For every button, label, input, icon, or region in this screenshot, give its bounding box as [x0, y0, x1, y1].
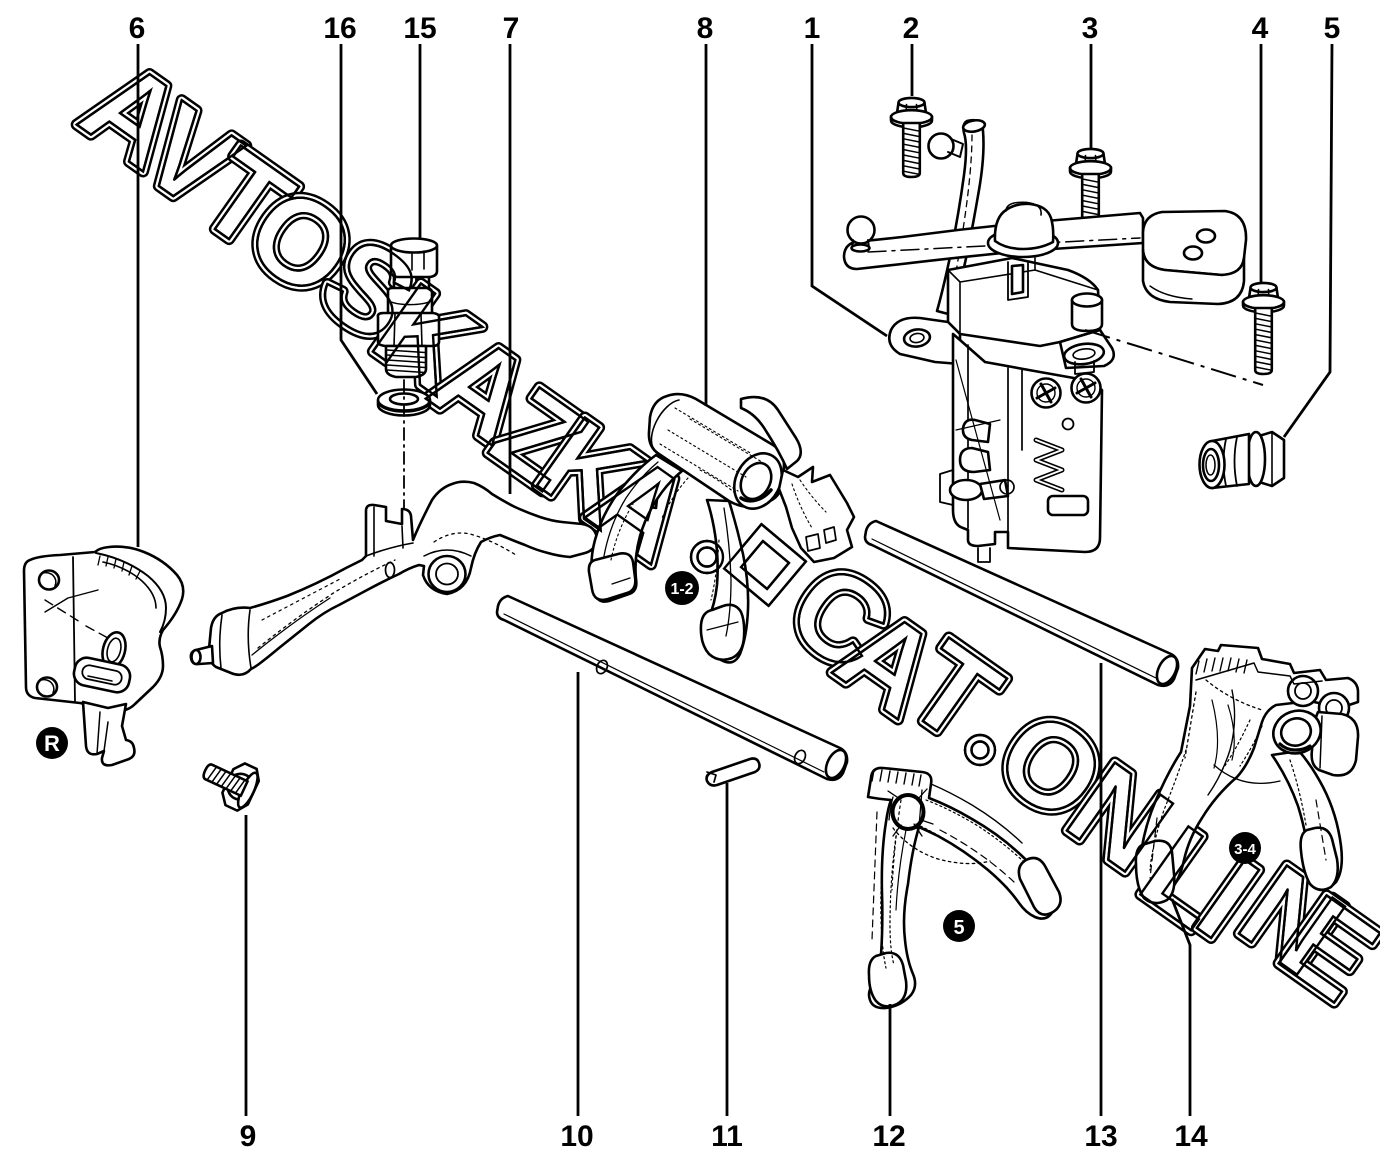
svg-text:1: 1 — [804, 12, 821, 45]
svg-text:11: 11 — [711, 1120, 743, 1153]
svg-text:13: 13 — [1084, 1120, 1117, 1153]
svg-text:16: 16 — [323, 12, 356, 45]
svg-text:5: 5 — [953, 917, 964, 939]
svg-text:14: 14 — [1174, 1120, 1208, 1153]
svg-text:4: 4 — [1252, 12, 1269, 45]
svg-text:12: 12 — [872, 1120, 905, 1153]
svg-text:3-4: 3-4 — [1234, 841, 1256, 858]
svg-text:R: R — [44, 731, 60, 756]
svg-text:3: 3 — [1082, 12, 1099, 45]
svg-text:1-2: 1-2 — [670, 581, 693, 598]
svg-text:10: 10 — [560, 1120, 593, 1153]
svg-text:9: 9 — [240, 1120, 257, 1153]
svg-text:2: 2 — [903, 12, 920, 45]
svg-text:7: 7 — [503, 12, 520, 45]
svg-text:15: 15 — [403, 12, 436, 45]
svg-text:5: 5 — [1324, 12, 1341, 45]
svg-text:6: 6 — [129, 12, 146, 45]
svg-text:8: 8 — [697, 12, 714, 45]
